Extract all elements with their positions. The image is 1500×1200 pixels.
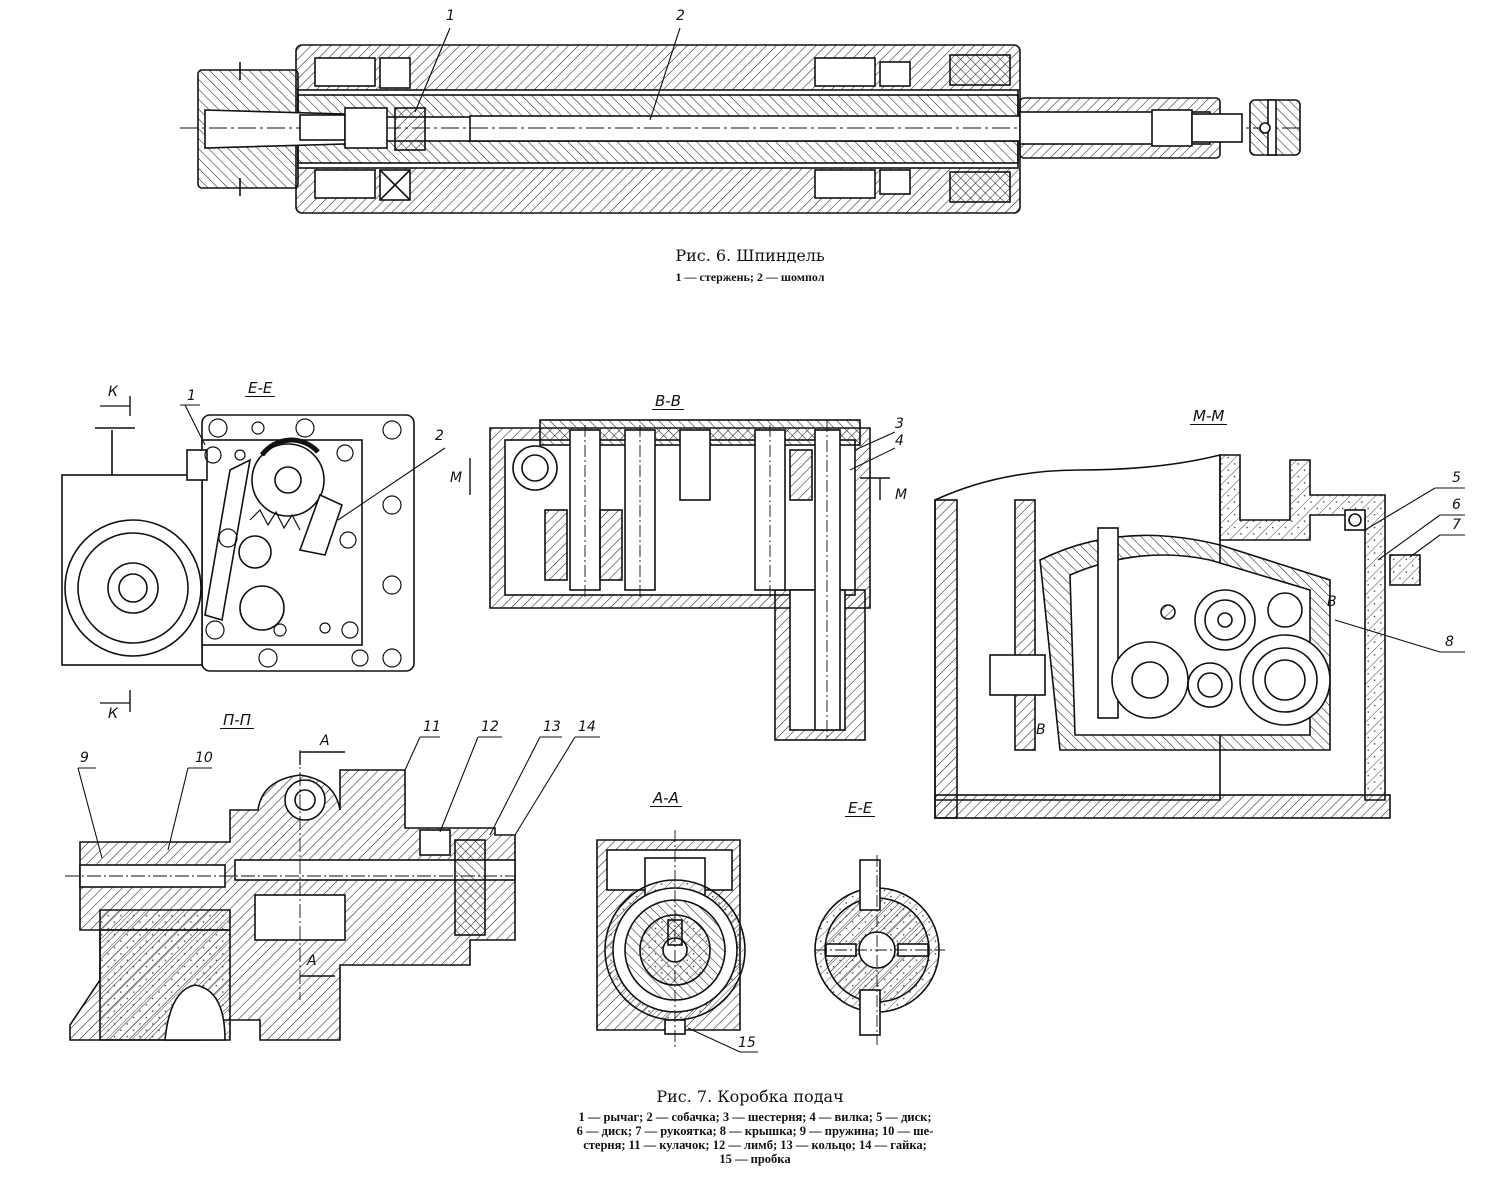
section-aa-drawing [596,830,758,1053]
section-ee-bottom-drawing [814,855,945,1045]
figure7-title: Рис. 7. Коробка подач [656,1087,844,1106]
section-label-aa: А-А [650,790,682,807]
section-bb-drawing [469,419,896,741]
section-pp-drawing [65,736,600,1041]
callout-2: 2 [435,428,444,444]
figure7-legend-line: 6 — диск; 7 — рукоятка; 8 — крышка; 9 — … [576,1124,934,1138]
cut-marker-k-top: К [108,384,118,400]
section-label-ee-bottom: Е-Е [845,800,876,817]
figure7-legend-line: стерня; 11 — кулачок; 12 — лимб; 13 — ко… [583,1138,927,1152]
figure7-legend-line: 15 — пробка [719,1152,791,1166]
callout-leader-1 [414,27,451,113]
callout-5: 5 [1452,470,1461,486]
figure6-title: Рис. 6. Шпиндель [675,246,825,265]
callout-11: 11 [423,719,441,735]
rod-1 [394,107,426,151]
figure6-legend: 1 — стержень; 2 — шомпол [675,270,825,284]
callout-4: 4 [895,433,904,449]
figure7-legend: 1 — рычаг; 2 — собачка; 3 — шестерня; 4 … [500,1110,1010,1166]
callout-14: 14 [578,719,596,735]
cut-marker-a-top: А [320,733,330,749]
section-label-pp: П-П [220,712,254,729]
callout-2-spindle: 2 [676,8,685,24]
section-mm-drawing [934,453,1465,819]
callout-9: 9 [80,750,89,766]
callout-leader-2 [649,27,681,121]
section-ee-top-drawing [61,396,446,712]
callout-15: 15 [738,1035,756,1051]
callout-1-spindle: 1 [446,8,455,24]
callout-12: 12 [481,719,499,735]
callout-8: 8 [1445,634,1454,650]
cut-marker-v-left: В [1036,722,1046,738]
figure7-legend-line: 1 — рычаг; 2 — собачка; 3 — шестерня; 4 … [578,1110,932,1124]
cut-marker-m-right: М [895,487,908,503]
callout-13: 13 [543,719,561,735]
cut-marker-m-left: М [450,470,463,486]
section-label-bb: В-В [652,393,684,410]
callout-7: 7 [1452,517,1461,533]
section-label-ee-top: Е-Е [245,380,276,397]
cut-marker-a-bottom: А [307,953,317,969]
callout-1: 1 [187,388,196,404]
spindle-drawing [180,27,1301,214]
callout-10: 10 [195,750,213,766]
callout-6: 6 [1452,497,1461,513]
cut-marker-k-bottom: К [108,706,118,722]
callout-3: 3 [895,416,904,432]
cut-marker-v-right: В [1327,594,1337,610]
section-label-mm: М-М [1190,408,1228,425]
